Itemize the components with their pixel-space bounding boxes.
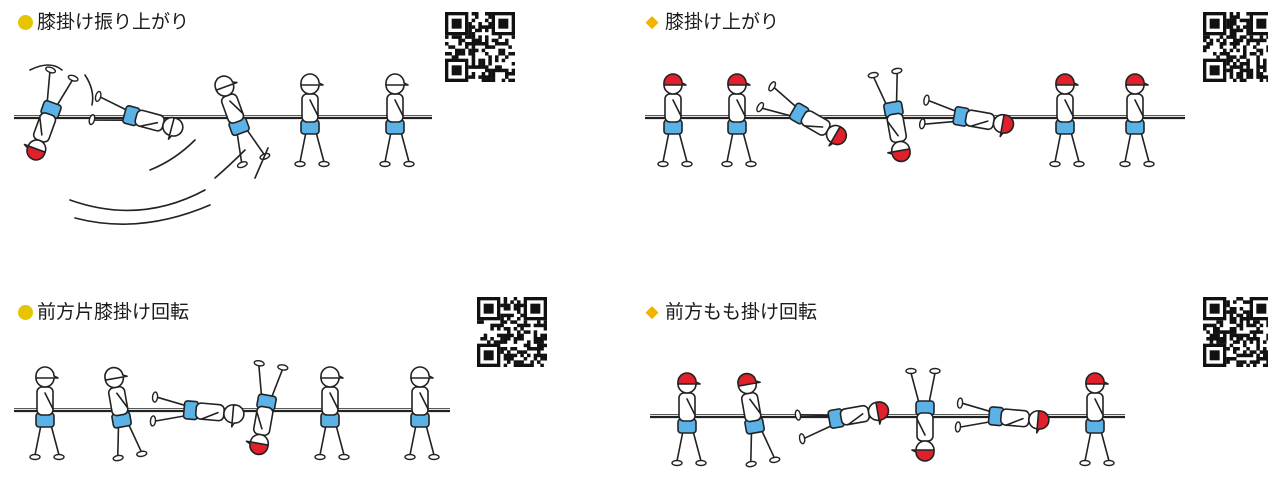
child-figure: [29, 366, 65, 461]
qr-code-icon[interactable]: [445, 12, 515, 82]
qr-code-icon[interactable]: [1203, 297, 1268, 367]
child-figure: [867, 67, 911, 163]
diamond-marker-icon: ◆: [645, 302, 659, 322]
child-figure: [756, 81, 848, 147]
child-figure: [214, 75, 271, 169]
qr-code-icon[interactable]: [477, 297, 547, 367]
swing-arrow: [254, 147, 269, 179]
child-figure: [671, 372, 707, 467]
child-figure: [721, 73, 757, 168]
circle-marker-icon: [18, 14, 33, 30]
swing-arrow: [84, 74, 94, 106]
exercise-illustration: [14, 64, 432, 225]
swing-arrow: [149, 139, 196, 171]
swing-arrow: [74, 204, 211, 225]
section-title: ◆ 前方もも掛け回転: [643, 300, 817, 324]
exercise-illustration: [14, 359, 450, 462]
child-figure: [149, 391, 245, 428]
child-figure: [737, 372, 781, 468]
child-figure: [954, 397, 1050, 434]
section-title-text: 前方もも掛け回転: [665, 301, 818, 323]
section-title: 膝掛け振り上がり: [18, 10, 189, 34]
child-figure: [1119, 73, 1155, 168]
child-figure: [918, 94, 1015, 138]
child-figure: [314, 366, 350, 461]
child-figure: [1049, 73, 1085, 168]
exercise-illustration: [645, 67, 1185, 168]
child-figure: [905, 367, 941, 462]
exercise-illustration: [650, 367, 1125, 468]
child-figure: [657, 73, 693, 168]
child-figure: [294, 73, 330, 168]
swing-arrow: [69, 189, 206, 212]
child-figure: [379, 73, 415, 168]
swing-arrow: [214, 149, 246, 179]
circle-marker-icon: [18, 304, 33, 320]
child-figure: [104, 366, 148, 462]
swing-arrow: [29, 64, 63, 71]
child-figure: [245, 359, 289, 456]
child-figure: [404, 366, 440, 461]
section-knee-swing-up: 膝掛け振り上がり: [0, 0, 620, 240]
section-title-text: 前方片膝掛け回転: [37, 301, 190, 323]
child-figure: [23, 66, 79, 161]
section-title: 前方片膝掛け回転: [18, 300, 189, 324]
section-forward-single-knee-turn: 前方片膝掛け回転: [0, 245, 620, 483]
section-title: ◆ 膝掛け上がり: [643, 10, 779, 34]
section-forward-thigh-turn: ◆ 前方もも掛け回転: [625, 245, 1268, 483]
child-figure: [88, 90, 184, 140]
section-title-text: 膝掛け振り上がり: [37, 11, 190, 33]
child-figure: [794, 401, 890, 445]
diamond-marker-icon: ◆: [645, 12, 659, 32]
section-title-text: 膝掛け上がり: [665, 11, 780, 33]
qr-code-icon[interactable]: [1203, 12, 1268, 82]
section-knee-hang-up: ◆ 膝掛け上がり: [625, 0, 1268, 240]
child-figure: [1079, 372, 1115, 467]
